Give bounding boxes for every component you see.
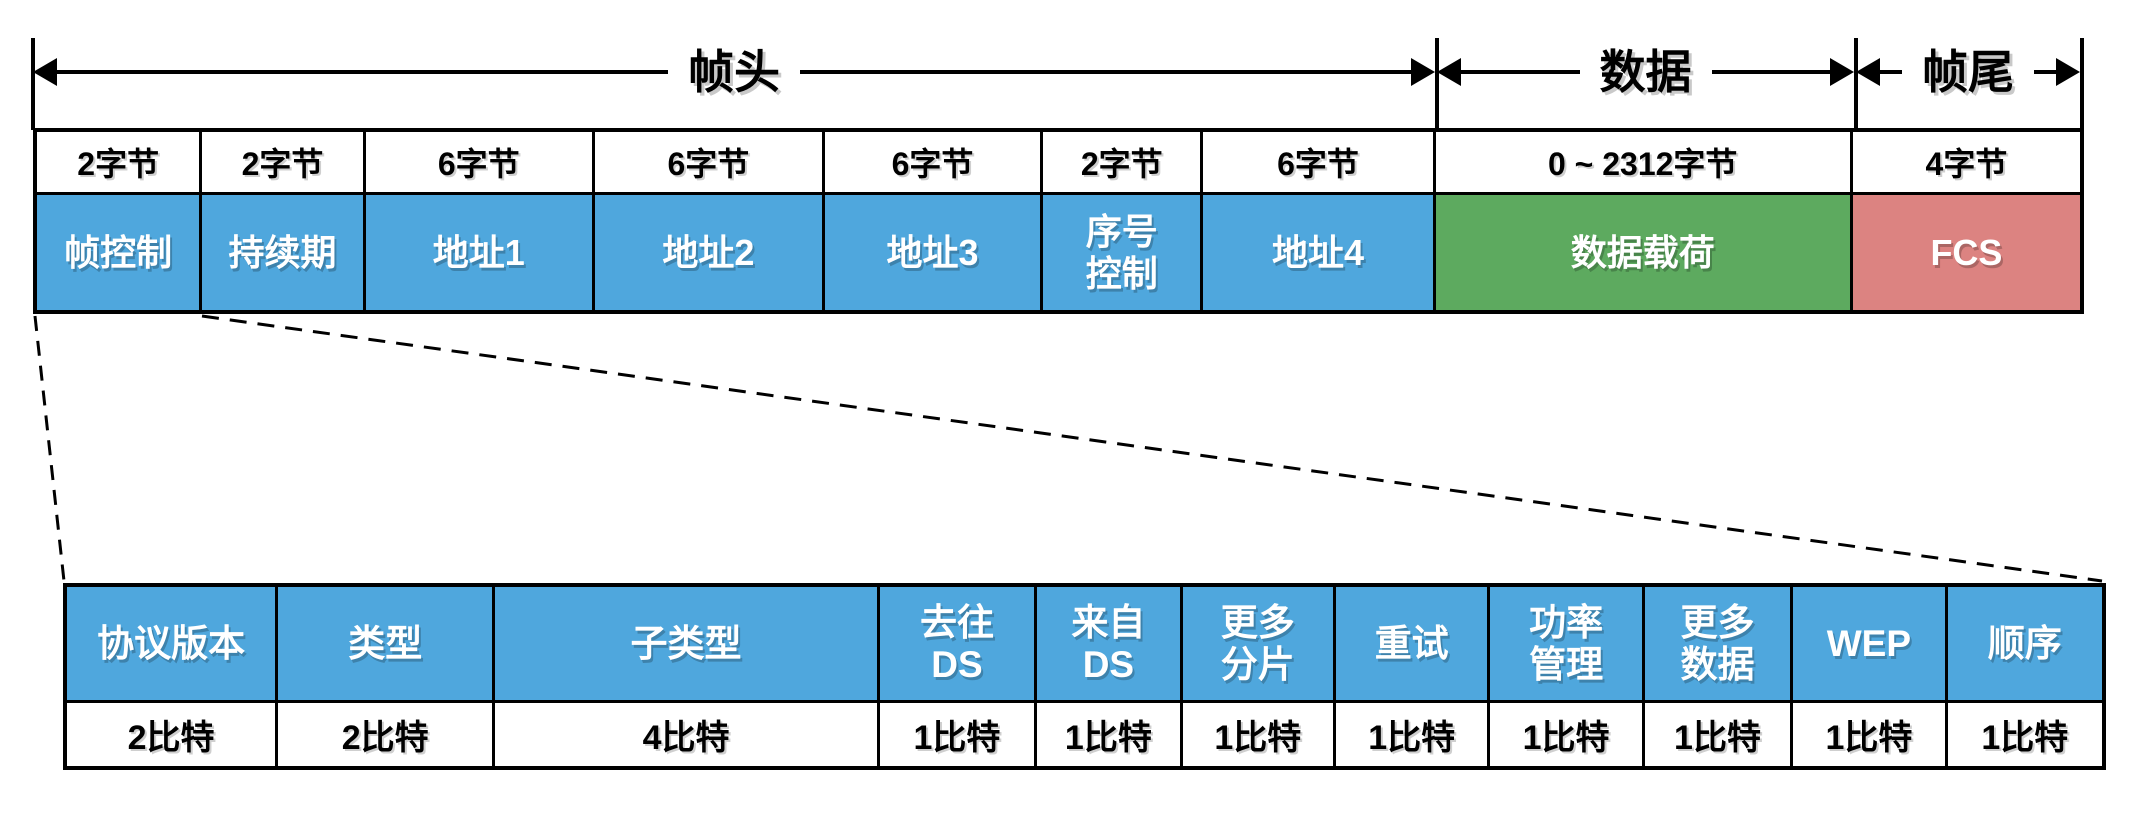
field-fcs: FCS	[1852, 195, 2080, 310]
fc-power-management: 功率 管理	[1490, 587, 1645, 703]
fc-bits: 1比特	[879, 703, 1038, 766]
field-data-payload: 数据载荷	[1435, 195, 1853, 310]
span-label: 帧头	[688, 46, 780, 98]
span-frame-header: 帧头	[33, 46, 1435, 98]
field-sequence-control: 序号 控制	[1043, 195, 1204, 310]
field-size: 2字节	[1043, 132, 1204, 195]
field-size: 6字节	[1203, 132, 1436, 195]
arrow-right-icon	[1411, 58, 1435, 86]
arrow-left-icon	[1437, 58, 1461, 86]
field-address2: 地址2	[594, 195, 825, 310]
arrow-left-icon	[1856, 58, 1880, 86]
fc-bits: 2比特	[278, 703, 496, 766]
fc-bits: 1比特	[1644, 703, 1794, 766]
span-label: 数据	[1599, 46, 1692, 98]
arrow-line	[57, 70, 668, 74]
arrow-line	[1461, 70, 1580, 74]
fc-bits: 4比特	[495, 703, 880, 766]
fc-bits: 1比特	[1336, 703, 1491, 766]
frame-fields-table: 2字节 2字节 6字节 6字节 6字节 2字节 6字节 0 ~ 2312字节 4…	[33, 128, 2084, 314]
fc-protocol-version: 协议版本	[67, 587, 279, 703]
field-frame-control: 帧控制	[37, 195, 203, 310]
field-size: 2字节	[202, 132, 366, 195]
fc-bits: 1比特	[1947, 703, 2102, 766]
fc-order: 顺序	[1947, 587, 2102, 703]
arrow-right-icon	[1830, 58, 1854, 86]
fc-subtype: 子类型	[495, 587, 880, 703]
fc-type: 类型	[278, 587, 496, 703]
fc-to-ds: 去往 DS	[879, 587, 1038, 703]
arrow-left-icon	[33, 58, 57, 86]
fc-bits: 1比特	[1182, 703, 1336, 766]
arrow-line	[2034, 70, 2056, 74]
field-duration: 持续期	[202, 195, 366, 310]
arrow-line	[1880, 70, 1902, 74]
fc-more-data: 更多 数据	[1644, 587, 1794, 703]
arrow-right-icon	[2056, 58, 2080, 86]
fc-bits: 2比特	[67, 703, 279, 766]
field-size: 0 ~ 2312字节	[1435, 132, 1853, 195]
span-data: 数据	[1437, 46, 1854, 98]
arrow-line	[800, 70, 1411, 74]
fc-wep: WEP	[1793, 587, 1948, 703]
field-address4: 地址4	[1203, 195, 1436, 310]
field-size: 4字节	[1852, 132, 2080, 195]
field-size: 2字节	[37, 132, 203, 195]
arrow-line	[1711, 70, 1830, 74]
section-tick	[2080, 38, 2084, 130]
field-size: 6字节	[824, 132, 1044, 195]
field-address1: 地址1	[365, 195, 595, 310]
span-frame-tail: 帧尾	[1856, 46, 2080, 98]
span-label: 帧尾	[1922, 46, 2014, 98]
fc-bits: 1比特	[1490, 703, 1645, 766]
field-address3: 地址3	[824, 195, 1044, 310]
fc-retry: 重试	[1336, 587, 1491, 703]
fc-from-ds: 来自 DS	[1037, 587, 1183, 703]
fc-bits: 1比特	[1037, 703, 1183, 766]
fc-bits: 1比特	[1793, 703, 1948, 766]
field-size: 6字节	[365, 132, 595, 195]
field-size: 6字节	[594, 132, 825, 195]
fc-more-fragments: 更多 分片	[1182, 587, 1336, 703]
frame-control-detail-table: 协议版本 类型 子类型 去往 DS 来自 DS 更多 分片 重试 功率 管理 更…	[63, 583, 2106, 770]
